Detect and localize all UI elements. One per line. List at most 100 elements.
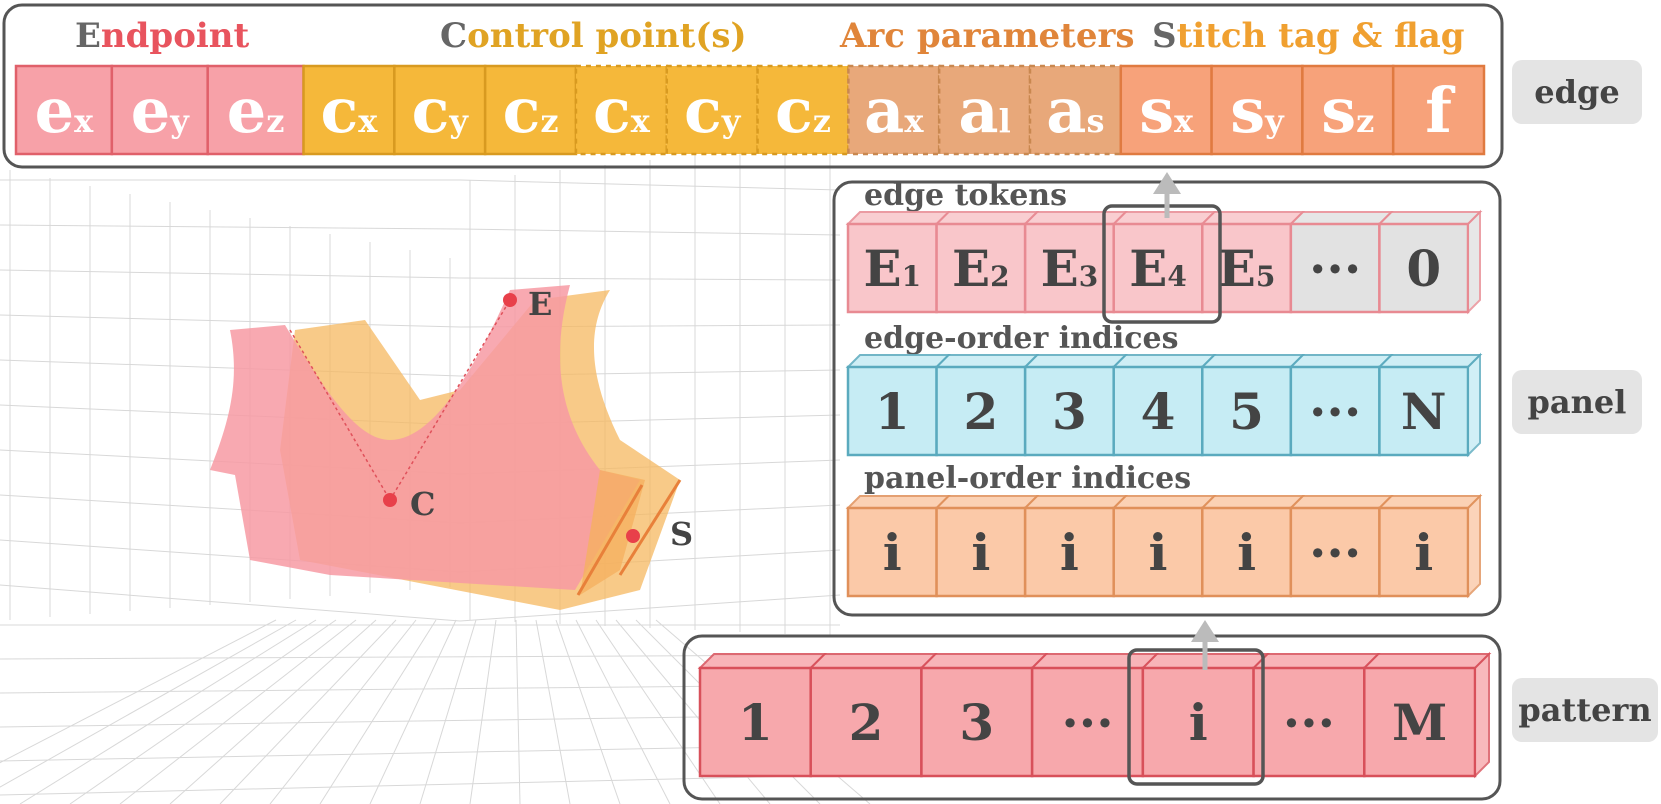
point-e-label: E xyxy=(528,285,552,323)
control-line-2 xyxy=(389,299,511,501)
panel-label: panel xyxy=(1528,383,1627,421)
pattern-cell-2: 3 xyxy=(919,653,1049,778)
pattern-cell-label: 1 xyxy=(738,693,773,752)
edge-token-5: cz xyxy=(483,64,578,156)
stitch-line-1 xyxy=(576,484,644,596)
edge-section-frame xyxy=(2,3,1504,169)
panel-order-cell-label: i xyxy=(883,523,902,582)
panel-row-title-edge-tokens: edge tokens xyxy=(864,178,1067,213)
pattern-cell-5: ··· xyxy=(1251,653,1381,778)
pattern-cell-label: ··· xyxy=(1283,693,1335,752)
edge-token-12: sx xyxy=(1119,64,1213,156)
selected-panel-highlight xyxy=(1127,648,1265,786)
edge-token-4: cy xyxy=(393,64,487,156)
edge-label-badge xyxy=(1512,60,1642,124)
pattern-cell-3: ··· xyxy=(1029,653,1160,778)
edge-token-6: cx xyxy=(574,64,669,156)
edge-order-cell-label: 1 xyxy=(875,382,910,441)
panel-order-cell-label: i xyxy=(1237,523,1256,582)
header-control-points: Control point(s) xyxy=(440,16,747,56)
pattern-label-badge xyxy=(1512,678,1658,742)
edge-order-cell-3: 4 xyxy=(1111,354,1217,457)
edge-token-label: cz xyxy=(775,74,831,147)
edge-order-cell-label: 3 xyxy=(1052,382,1087,441)
edge-tokens-cell-0: E1 xyxy=(845,211,951,314)
edge-token-1: ey xyxy=(110,64,209,156)
pattern-cell-label: M xyxy=(1392,693,1447,752)
edge-token-label: ex xyxy=(35,74,94,147)
edge-token-label: ez xyxy=(227,74,285,147)
panel-order-cell-3: i xyxy=(1111,495,1217,598)
pattern-row: 1 2 3 ··· i ··· M xyxy=(697,648,1492,786)
edge-tokens-cell-6: 0 xyxy=(1377,209,1483,315)
panel-order-cell-4: i xyxy=(1199,495,1306,598)
edge-token-11: as xyxy=(1028,64,1123,156)
edge-order-cell-2: 3 xyxy=(1022,354,1129,457)
edge-order-cell-4: 5 xyxy=(1199,354,1306,457)
edge-tokens-cell-4: E5 xyxy=(1199,211,1306,314)
edge-token-label: cy xyxy=(684,74,742,147)
panel-order-cell-1: i xyxy=(934,495,1040,598)
edge-order-cell-label: 4 xyxy=(1141,382,1176,441)
pattern-cell-label: 3 xyxy=(959,693,994,752)
edge-label: edge xyxy=(1534,73,1619,111)
edge-tokens-cell-5: ··· xyxy=(1288,211,1394,314)
pattern-cell-label: 2 xyxy=(849,693,884,752)
edge-token-0: ex xyxy=(14,64,114,156)
edge-order-cell-0: 1 xyxy=(845,354,951,457)
edge-to-panel-arrow xyxy=(1153,172,1181,218)
edge-token-14: sz xyxy=(1301,64,1395,156)
header-stitch-tag-flag: Stitch tag & flag xyxy=(1152,16,1465,56)
edge-tokens-cell-label: E1 xyxy=(863,239,921,298)
point-s-dot xyxy=(626,529,640,543)
panel-to-pattern-arrow xyxy=(1191,620,1219,670)
pattern-label: pattern xyxy=(1518,691,1651,729)
edge-token-label: cz xyxy=(503,74,559,147)
pattern-cell-label: i xyxy=(1189,693,1208,752)
panel-order-cell-5: ··· xyxy=(1288,495,1394,598)
edge-tokens-cell-label: E3 xyxy=(1041,239,1099,298)
pattern-cell-6: M xyxy=(1361,651,1492,779)
panel-row-title-edge-order: edge-order indices xyxy=(864,321,1179,356)
edge-order-cell-label: ··· xyxy=(1309,382,1361,441)
selected-edge-highlight xyxy=(1102,204,1222,324)
edge-token-label: al xyxy=(958,74,1010,147)
edge-tokens-cell-label: 0 xyxy=(1406,239,1441,298)
edge-token-3: cx xyxy=(302,64,396,156)
edge-tokens-cell-label: E2 xyxy=(952,239,1010,298)
edge-token-2: ez xyxy=(206,64,305,156)
control-line-1 xyxy=(289,329,391,501)
pattern-cell-4: i xyxy=(1140,653,1270,778)
pattern-cell-label: ··· xyxy=(1061,693,1113,752)
panel-order-cell-2: i xyxy=(1022,495,1129,598)
edge-tokens-cell-1: E2 xyxy=(934,211,1040,314)
edge-tokens-cell-label: E5 xyxy=(1218,239,1276,298)
pattern-section-frame xyxy=(682,634,1502,801)
edge-token-label: ax xyxy=(864,74,924,147)
edge-order-cell-label: 2 xyxy=(963,382,998,441)
edge-token-label: ey xyxy=(131,74,190,147)
garment-front-panel xyxy=(210,285,640,590)
edge-tokens-cell-3: E4 xyxy=(1111,211,1217,314)
pattern-cell-1: 2 xyxy=(808,653,938,778)
edge-tokens-cell-label: ··· xyxy=(1309,239,1361,298)
edge-token-label: sy xyxy=(1230,74,1285,147)
edge-token-label: as xyxy=(1046,74,1104,147)
edge-tokens-cell-2: E3 xyxy=(1022,211,1129,314)
panel-order-cell-label: i xyxy=(1414,523,1433,582)
edge-token-label: sz xyxy=(1321,74,1374,147)
panel-label-badge xyxy=(1512,370,1642,434)
edge-order-cell-label: 5 xyxy=(1229,382,1264,441)
panel-order-cell-label: i xyxy=(971,523,990,582)
header-endpoint: Endpoint xyxy=(75,16,250,56)
edge-order-cell-5: ··· xyxy=(1288,354,1394,457)
panel-order-cell-label: ··· xyxy=(1309,523,1361,582)
panel-order-cell-label: i xyxy=(1060,523,1079,582)
garment-illustration: E C S xyxy=(210,285,693,610)
